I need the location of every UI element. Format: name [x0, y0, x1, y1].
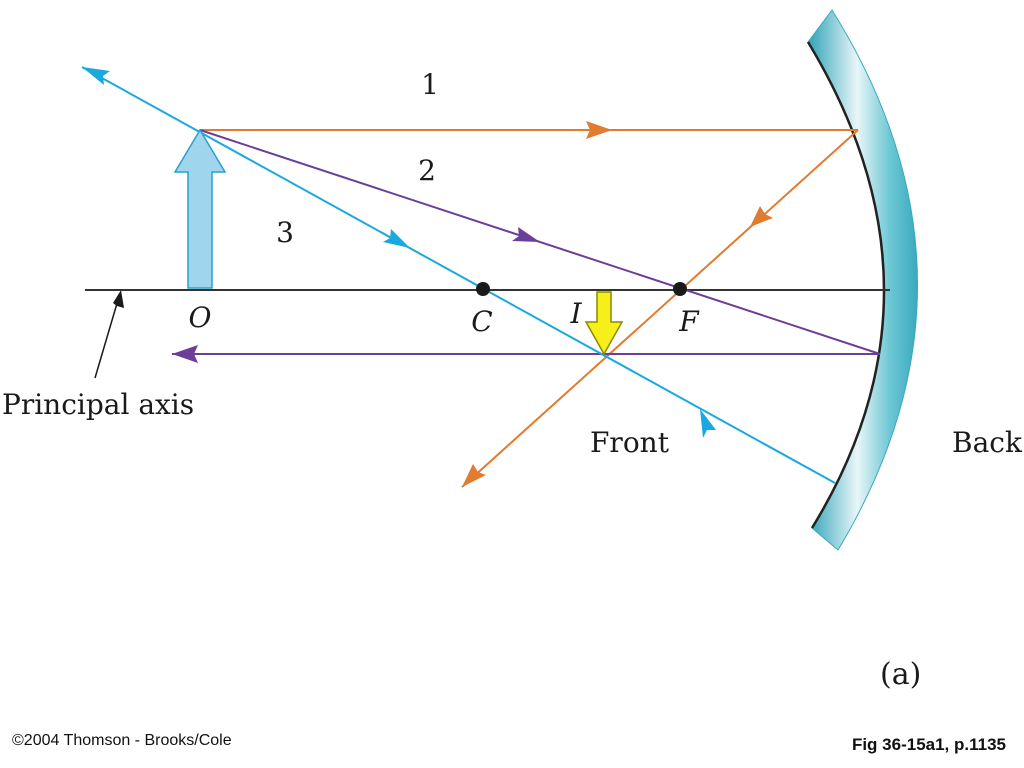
ray-1-label: 1: [421, 68, 439, 101]
ray-2: [172, 129, 881, 363]
ray-2-label: 2: [418, 154, 436, 187]
axis-pointer: [94, 290, 124, 379]
copyright-text: ©2004 Thomson - Brooks/Cole: [12, 732, 232, 749]
focus-label: F: [678, 305, 700, 338]
ray-3-arrowhead-out: [82, 67, 110, 85]
ray-2-arrowhead: [512, 227, 540, 242]
principal-axis-label: Principal axis: [2, 388, 194, 421]
ray-3-label: 3: [276, 216, 294, 249]
center-of-curvature-point: [476, 282, 490, 296]
panel-label: (a): [880, 657, 921, 692]
ray-3-reflected-arrowhead: [700, 409, 716, 438]
figure-reference: Fig 36-15a1, p.1135: [852, 735, 1006, 754]
concave-mirror: [806, 9, 918, 551]
center-label: C: [471, 305, 492, 338]
image-arrow: [584, 291, 624, 356]
focal-point: [673, 282, 687, 296]
ray-3-arrowhead-in: [383, 229, 410, 248]
ray-1: [200, 121, 859, 488]
ray-1-exit-arrowhead: [462, 464, 486, 487]
back-label: Back: [952, 426, 1023, 459]
ray-2-reflected-arrowhead: [172, 345, 198, 363]
image-label: I: [569, 297, 582, 330]
ray-1-reflected-arrowhead: [750, 206, 773, 227]
front-label: Front: [590, 426, 670, 459]
ray-1-arrowhead: [586, 121, 612, 139]
ray-3: [81, 66, 836, 484]
object-label: O: [189, 301, 212, 334]
object-arrow: [173, 128, 227, 289]
